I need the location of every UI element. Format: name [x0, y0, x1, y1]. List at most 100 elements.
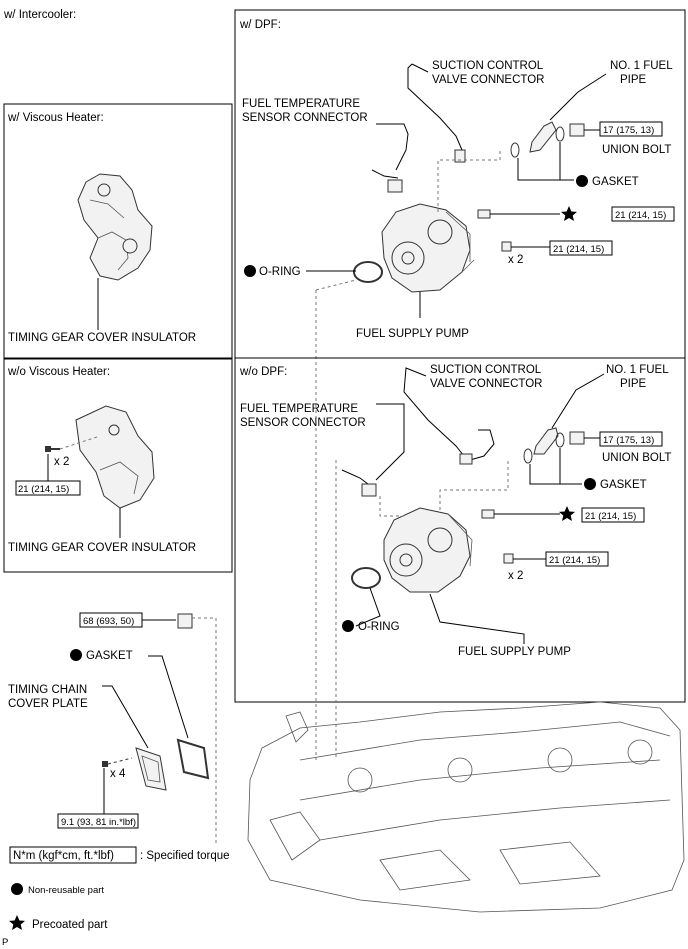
- no-dpf-fuel-temp-label-2: SENSOR CONNECTOR: [240, 417, 366, 429]
- lower-non-reusable-icon: [70, 649, 82, 661]
- no-dpf-nut-torque-box: [545, 551, 609, 567]
- dpf-box-title: w/ DPF:: [239, 19, 281, 31]
- no-dpf-nut: [503, 553, 514, 564]
- no-dpf-union-bolt-torque: 17 (175, 13): [603, 435, 654, 446]
- dpf-suction-leader: [411, 63, 429, 73]
- no-dpf-fuel-temp-label-1: FUEL TEMPERATURE: [240, 403, 358, 415]
- no-dpf-oring-label: O-RING: [358, 621, 400, 633]
- dpf-star-torque: 21 (214, 15): [615, 210, 666, 221]
- dpf-fuel-temp-label-2: SENSOR CONNECTOR: [242, 112, 368, 124]
- dpf-suction-label-1: SUCTION CONTROL: [432, 60, 544, 72]
- dpf-union-bolt-torque: 17 (175, 13): [603, 125, 654, 136]
- footer-letter: P: [2, 937, 8, 948]
- viscous-heater-box: [3, 103, 233, 360]
- dpf-gasket-2: [555, 126, 565, 142]
- no-dpf-fuel-supply-pump: [383, 507, 473, 593]
- no-dpf-pump-label: FUEL SUPPLY PUMP: [458, 646, 571, 658]
- no-dpf-temp-wire: [341, 469, 369, 485]
- plate-bolt-torque-box: [57, 813, 139, 829]
- plate-bolt-torque: 9.1 (93, 81 in.*lbf): [61, 817, 136, 828]
- dpf-suction-connector: [454, 149, 466, 163]
- plug-icon: [177, 613, 193, 629]
- no-dpf-suction-label-2: VALVE CONNECTOR: [430, 378, 542, 390]
- legend-non-reusable: Non-reusable part: [28, 885, 104, 896]
- dpf-precoated-star-icon: [561, 206, 577, 221]
- no-dpf-star-torque: 21 (214, 15): [585, 511, 636, 522]
- timing-gear-cover-insulator-illustration: [77, 173, 153, 281]
- no-viscous-part-label: TIMING GEAR COVER INSULATOR: [8, 542, 196, 554]
- no-dpf-fuel-pipe: [533, 427, 559, 455]
- bolt-dash-line: [59, 435, 101, 450]
- no-dpf-gasket-label: GASKET: [600, 479, 647, 491]
- legend-precoated: Precoated part: [32, 919, 108, 931]
- no-dpf-gasket-2: [555, 432, 565, 448]
- dpf-o-ring: [353, 261, 383, 283]
- dpf-temp-wire: [371, 169, 399, 179]
- dpf-pump-label: FUEL SUPPLY PUMP: [356, 328, 469, 340]
- no-dpf-suction-connector: [459, 453, 473, 465]
- no-dpf-non-reusable-icon: [584, 478, 596, 490]
- dpf-oring-label: O-RING: [259, 266, 301, 278]
- timing-gear-cover-insulator-illustration-2: [75, 405, 155, 509]
- dpf-nut-torque-box: [549, 240, 613, 256]
- no-dpf-star-torque-box: [581, 507, 645, 523]
- dpf-oring-non-reusable-icon: [244, 265, 256, 277]
- dpf-temp-leader: [376, 123, 409, 171]
- no-dpf-fuel-pipe-label-2: PIPE: [620, 378, 647, 390]
- no-dpf-union-bolt-label: UNION BOLT: [602, 452, 671, 464]
- torque-box: [15, 480, 81, 496]
- plate-label-2: COVER PLATE: [8, 698, 88, 710]
- no-viscous-torque: 21 (214, 15): [18, 484, 69, 495]
- dpf-fuel-supply-pump: [381, 203, 475, 293]
- dpf-union-bolt-label: UNION BOLT: [602, 144, 671, 156]
- no-dpf-gasket-leader-1: [529, 464, 582, 485]
- no-dpf-box-title: w/o DPF:: [239, 366, 287, 378]
- viscous-part-label: TIMING GEAR COVER INSULATOR: [8, 332, 196, 344]
- plug-torque: 68 (693, 50): [83, 616, 134, 627]
- no-viscous-box-title: w/o Viscous Heater:: [7, 366, 110, 378]
- no-dpf-gasket-1: [523, 448, 533, 464]
- no-dpf-pipe-leader: [551, 373, 605, 429]
- dpf-fuel-pipe-label-1: NO. 1 FUEL: [610, 60, 673, 72]
- lower-gasket-leader: [148, 655, 189, 739]
- timing-chain-gasket: [176, 738, 210, 780]
- no-dpf-o-ring: [351, 567, 381, 589]
- no-dpf-temp-connector: [361, 483, 377, 497]
- lower-gasket-label: GASKET: [86, 650, 133, 662]
- dpf-pipe-leader: [549, 73, 607, 121]
- dpf-fuel-pipe: [529, 121, 557, 153]
- dpf-suction-label-2: VALVE CONNECTOR: [432, 74, 544, 86]
- no-dpf-pump-leader: [429, 593, 525, 644]
- no-dpf-oring-leader: [355, 587, 381, 627]
- dpf-nut: [501, 241, 512, 252]
- plate-bolt-icon: [102, 757, 133, 767]
- dpf-gasket-1: [510, 142, 520, 158]
- plate-leader: [102, 685, 149, 749]
- no-dpf-fuel-pipe-label-1: NO. 1 FUEL: [606, 364, 669, 376]
- no-dpf-precoated-star-icon: [559, 506, 575, 521]
- timing-chain-cover-plate: [135, 747, 167, 791]
- no-viscous-quantity: x 2: [54, 456, 69, 468]
- no-dpf-nut-torque: 21 (214, 15): [549, 555, 600, 566]
- dpf-suction-wire: [407, 63, 463, 151]
- no-dpf-temp-leader: [375, 403, 405, 481]
- no-dpf-pump-bolt: [481, 509, 495, 519]
- dpf-fuel-pipe-label-2: PIPE: [620, 74, 647, 86]
- legend-torque-unit: N*m (kgf*cm, ft.*lbf): [13, 850, 114, 862]
- no-dpf-suction-wire: [403, 367, 465, 457]
- no-dpf-quantity: x 2: [508, 570, 523, 582]
- dpf-gasket-leader-1: [517, 158, 574, 181]
- dpf-nut-torque: 21 (214, 15): [553, 244, 604, 255]
- dpf-fuel-temp-label-1: FUEL TEMPERATURE: [242, 98, 360, 110]
- dpf-union-bolt: [569, 123, 585, 137]
- engine-block-illustration: [247, 701, 685, 913]
- legend-torque-desc: : Specified torque: [140, 850, 230, 862]
- bolt-icon: [45, 446, 60, 452]
- legend-precoated-star-icon: [9, 915, 25, 930]
- viscous-box-title: w/ Viscous Heater:: [7, 112, 104, 124]
- plate-quantity: x 4: [110, 768, 126, 780]
- plate-label-1: TIMING CHAIN: [8, 684, 87, 696]
- legend-torque-box: [9, 846, 137, 864]
- legend-non-reusable-icon: [11, 883, 23, 895]
